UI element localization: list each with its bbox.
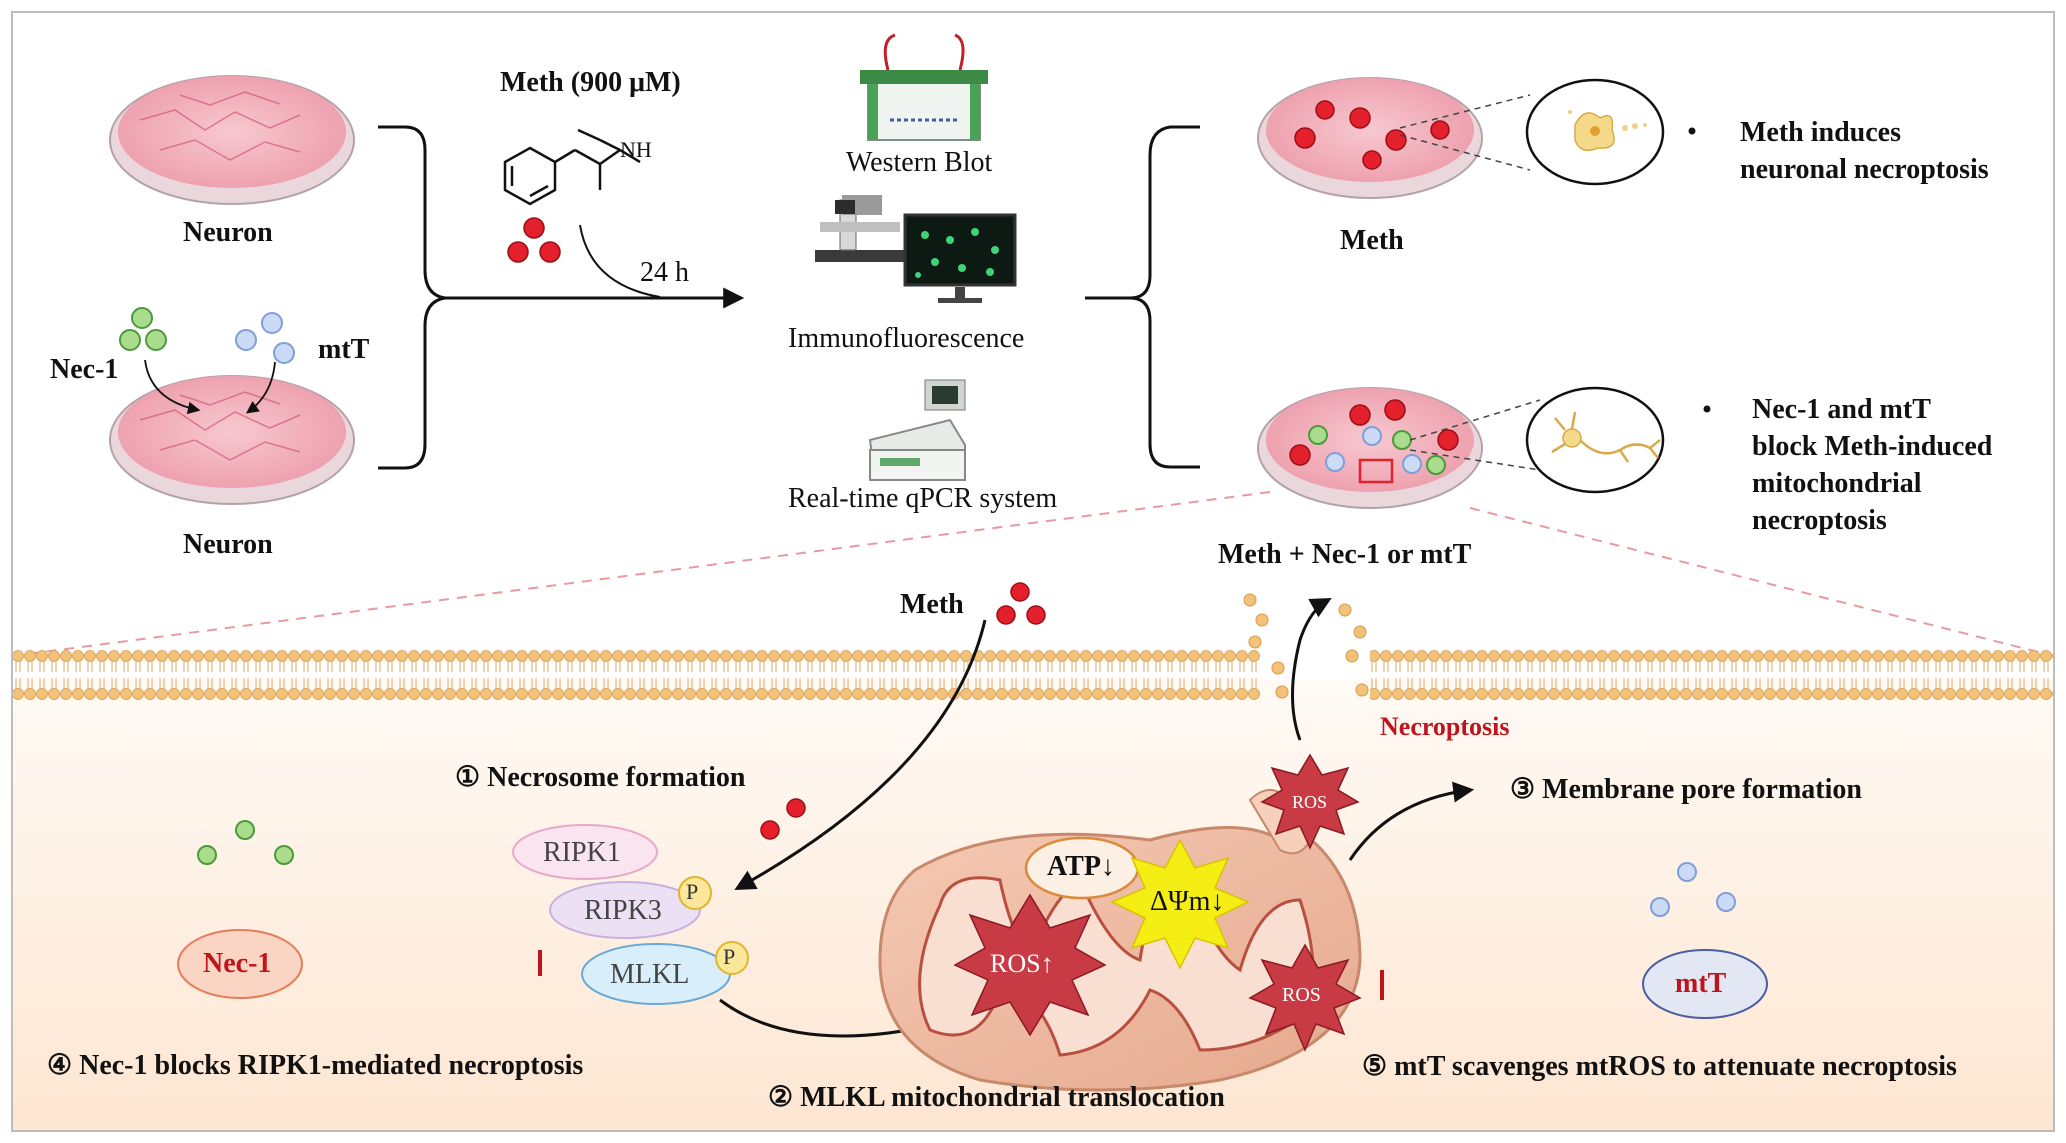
step5-label: ⑤ mtT scavenges mtROS to attenuate necro…: [1362, 1051, 1957, 1082]
zoom-line-right: [1469, 507, 2051, 656]
dpsi-burst: [1110, 838, 1250, 970]
bullet-2-line-1: Nec-1 and mtT: [1752, 394, 1931, 425]
bracket-right: [1085, 125, 1200, 469]
phospho-label-1: P: [686, 879, 699, 904]
ros-label-released: ROS: [1292, 792, 1328, 812]
step4-label: ④ Nec-1 blocks RIPK1-mediated necroptosi…: [47, 1050, 584, 1081]
mlkl-label: MLKL: [610, 959, 690, 990]
necrotic-neuron-zoom: [1525, 78, 1665, 186]
result-meth-label: Meth: [1340, 225, 1404, 256]
meth-molecules-mech: [760, 582, 1046, 840]
time-label: 24 h: [640, 257, 689, 288]
ripk1-shape: [512, 824, 658, 880]
method-qpcr: Real-time qPCR system: [788, 483, 1058, 514]
bullet-2-line-3: mitochondrial: [1752, 468, 1922, 499]
dish-neuron-1: [109, 75, 355, 205]
meth-curve: [579, 224, 661, 298]
step3-label: ③ Membrane pore formation: [1510, 774, 1862, 805]
ripk3-label: RIPK3: [584, 895, 662, 926]
ripk1-label: RIPK1: [543, 837, 621, 868]
membrane-left: [13, 650, 1260, 700]
ros-label-mito: ROS: [1282, 984, 1321, 1006]
nec1-molecules-top: [119, 307, 167, 351]
dish-meth-plus-inhibitor: [1257, 387, 1483, 509]
nec1-molecules-mech: [197, 820, 294, 865]
mtt-arrow: [245, 361, 276, 414]
ros-burst-released: [1260, 753, 1360, 850]
step1-label: ① Necrosome formation: [455, 762, 746, 793]
nec1-arrow: [144, 359, 201, 415]
pore-formation-arrow: [1348, 781, 1475, 861]
mtt-label-mech: mtT: [1675, 968, 1727, 999]
healthy-neuron-zoom: [1525, 386, 1665, 494]
bullet-dot-2: [1703, 405, 1711, 413]
method-immunofluorescence: Immunofluorescence: [788, 323, 1025, 354]
method-western-blot: Western Blot: [846, 147, 993, 178]
phospho-label-2: P: [723, 944, 736, 969]
bullet-1-line-1: Meth induces: [1740, 117, 1901, 148]
result-combo-label: Meth + Nec-1 or mtT: [1218, 539, 1472, 570]
membrane-right: [1370, 650, 2053, 700]
ripk3-shape: [549, 881, 701, 939]
dish-meth: [1257, 77, 1483, 199]
western-blot-icon: [860, 33, 988, 141]
phospho-ripk3: [678, 876, 712, 910]
step2-label: ② MLKL mitochondrial translocation: [768, 1082, 1225, 1113]
mtt-molecules-mech: [1650, 862, 1736, 917]
nec1-label-mech: Nec-1: [203, 948, 272, 979]
neuron-label-1: Neuron: [183, 217, 273, 248]
atp-label: ATP↓: [1047, 851, 1115, 882]
bullet-dot-1: [1688, 127, 1696, 135]
monitor-icon: [903, 213, 1017, 303]
qpcr-icon: [868, 379, 966, 481]
bullet-2-line-4: necroptosis: [1752, 505, 1887, 536]
ros-up-label: ROS↑: [990, 949, 1054, 978]
meth-label-mech: Meth: [900, 589, 964, 620]
membrane-pore-lipids: [1243, 593, 1369, 699]
necroptosis-label: Necroptosis: [1380, 712, 1510, 741]
meth-structure: [503, 128, 641, 206]
dish-neuron-2: [109, 375, 355, 505]
zoom-line-left: [19, 491, 1271, 656]
zoom-callout-lines: [1399, 94, 1541, 471]
ros-up-burst: [953, 893, 1107, 1037]
nec1-shape: [177, 929, 303, 999]
meth-molecules-top: [507, 217, 561, 263]
nh-label: NH: [620, 137, 652, 162]
mtt-molecules-top: [235, 312, 295, 364]
bullet-2-line-2: block Meth-induced: [1752, 431, 1993, 462]
ros-burst-mito: [1248, 943, 1362, 1052]
mitochondrion: [878, 789, 1362, 1092]
mtt-label-top: mtT: [318, 334, 370, 365]
phospho-mlkl: [715, 941, 749, 975]
dpsi-label: ΔΨm↓: [1150, 886, 1225, 917]
neuron-label-2: Neuron: [183, 529, 273, 560]
nec1-label-top: Nec-1: [50, 354, 119, 385]
ros-release-arrow: [1291, 597, 1332, 741]
bullet-1-line-2: neuronal necroptosis: [1740, 154, 1989, 185]
mtt-shape: [1642, 949, 1768, 1019]
meth-entry-arrow: [734, 619, 987, 891]
meth-dose-label: Meth (900 μM): [500, 67, 681, 98]
microscope-icon: [815, 195, 905, 262]
